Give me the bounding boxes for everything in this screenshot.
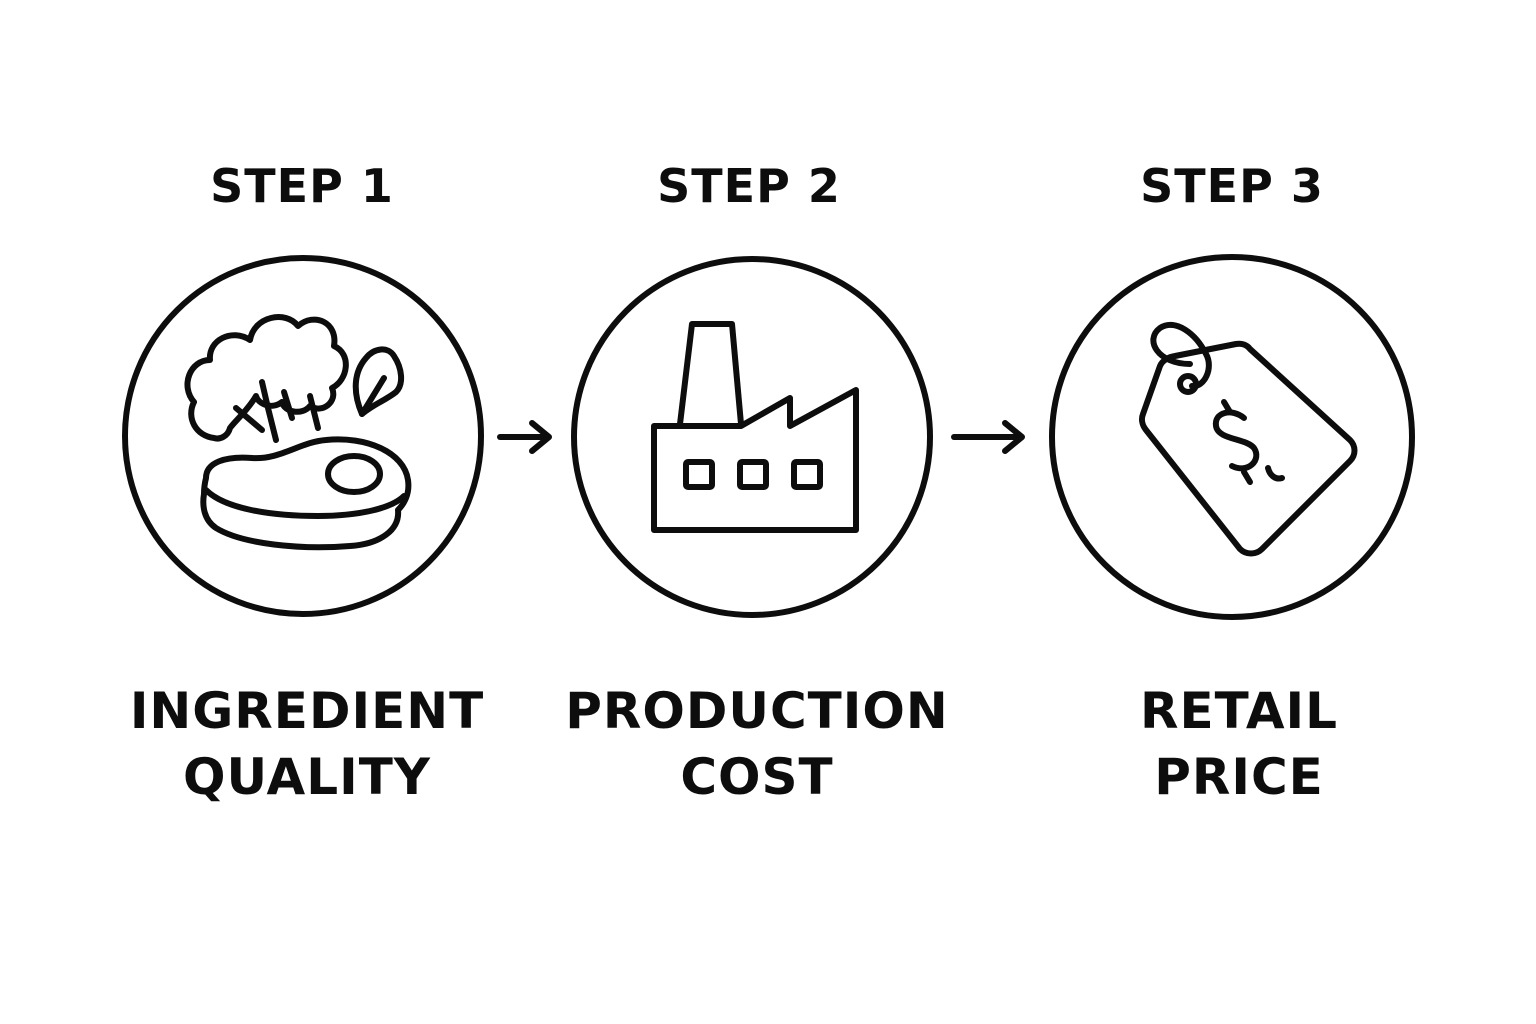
steak-edge xyxy=(203,487,407,519)
step-1-title-line-2: QUALITY xyxy=(182,748,432,806)
tag-string xyxy=(1150,321,1212,390)
step-3-title-line-1: RETAIL xyxy=(1139,682,1339,740)
step-3-node xyxy=(1049,254,1415,620)
broccoli-stem-4 xyxy=(307,393,321,431)
arrow-2 xyxy=(951,420,1025,454)
arrow-right-icon xyxy=(497,420,552,454)
step-1-title: INGREDIENT QUALITY xyxy=(97,678,517,810)
leaf-vein xyxy=(359,375,387,417)
broccoli-stem-1 xyxy=(233,405,265,433)
factory-window-1 xyxy=(683,459,715,490)
dollar-sign-icon xyxy=(1212,399,1260,485)
leaf-icon xyxy=(352,346,404,417)
step-1-title-line-1: INGREDIENT xyxy=(129,682,485,740)
steak-icon xyxy=(200,436,412,551)
factory-window-2 xyxy=(737,459,769,490)
factory-window-3 xyxy=(791,459,823,490)
step-1-label: STEP 1 xyxy=(210,159,394,213)
steak-bone xyxy=(325,453,383,495)
step-3-label: STEP 3 xyxy=(1140,159,1324,213)
step-3-circle xyxy=(1049,254,1415,620)
factory-chimney xyxy=(677,321,744,427)
step-2-title: PRODUCTION COST xyxy=(547,678,967,810)
step-3-title-line-2: PRICE xyxy=(1154,748,1324,806)
step-2-title-line-1: PRODUCTION xyxy=(565,682,949,740)
broccoli-stem-3 xyxy=(281,389,295,421)
factory-building xyxy=(651,387,859,533)
price-tag-icon xyxy=(1139,321,1358,557)
step-2-circle xyxy=(571,256,933,618)
arrow-1 xyxy=(497,420,552,454)
factory-icon xyxy=(651,321,859,533)
tag-outline xyxy=(1139,340,1358,557)
arrow-right-icon xyxy=(951,420,1025,454)
tag-dollar-tail xyxy=(1265,465,1285,482)
food-ingredients-icon xyxy=(184,314,412,551)
broccoli-stem-2 xyxy=(259,379,279,443)
step-1-node xyxy=(122,255,484,617)
step-2-title-line-2: COST xyxy=(680,748,834,806)
step-1-circle xyxy=(122,255,484,617)
step-2-label: STEP 2 xyxy=(657,159,841,213)
broccoli-icon xyxy=(184,314,349,442)
step-2-node xyxy=(571,256,933,618)
step-3-title: RETAIL PRICE xyxy=(1029,678,1449,810)
